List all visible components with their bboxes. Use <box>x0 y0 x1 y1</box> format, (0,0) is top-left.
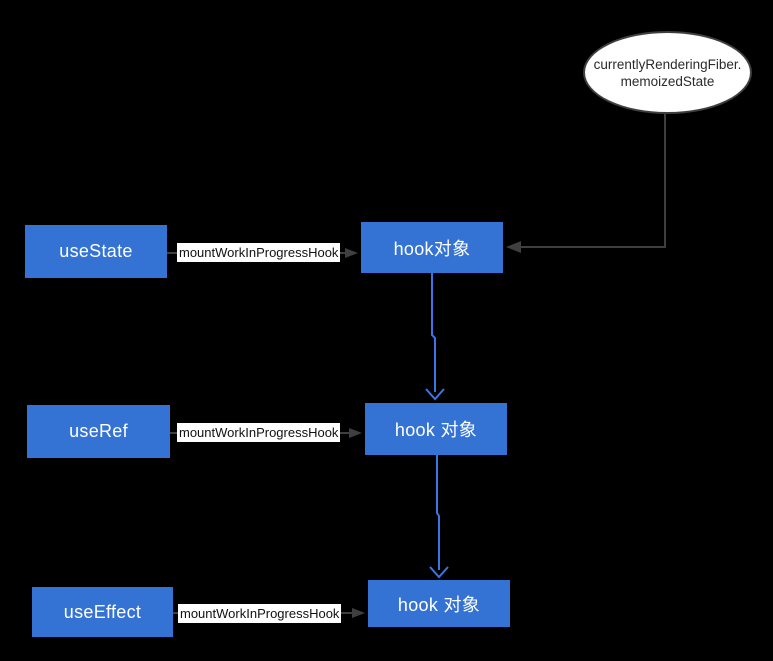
edge-fiber-to-hook1 <box>520 114 666 248</box>
node-currently-rendering-fiber: currentlyRenderingFiber. memoizedState <box>583 31 752 114</box>
node-hook-object-2: hook 对象 <box>365 403 507 455</box>
arrowhead-fiber-to-hook1 <box>506 241 521 253</box>
node-hook-object-3: hook 对象 <box>368 580 510 627</box>
arrowhead-useref-to-hook2 <box>349 428 362 438</box>
node-useref: useRef <box>27 405 170 458</box>
arrowhead-hook2-to-hook3 <box>429 566 449 579</box>
node-hook-object-3-label: hook 对象 <box>397 594 481 615</box>
node-hook-object-2-label: hook 对象 <box>394 420 478 440</box>
node-useref-label: useRef <box>69 421 128 441</box>
arrowhead-hook1-to-hook2 <box>425 388 445 401</box>
node-useeffect: useEffect <box>32 587 173 637</box>
node-useeffect-label: useEffect <box>63 601 142 622</box>
edge-hook1-to-hook2 <box>431 273 436 392</box>
node-usestate-label: useState <box>59 241 133 261</box>
edge-hook2-to-hook3 <box>436 455 440 570</box>
node-usestate: useState <box>25 225 167 278</box>
edge-label-usestate: mountWorkInProgressHook <box>177 243 341 262</box>
node-hook-object-1-label: hook对象 <box>393 238 471 259</box>
fiber-label-line2: memoizedState <box>620 73 715 89</box>
edge-label-useeffect: mountWorkInProgressHook <box>178 604 342 623</box>
arrowhead-usestate-to-hook1 <box>345 248 358 258</box>
edge-label-useref: mountWorkInProgressHook <box>177 423 341 442</box>
node-hook-object-1: hook对象 <box>361 222 503 273</box>
fiber-label-line1: currentlyRenderingFiber. <box>593 56 742 72</box>
arrowhead-useeffect-to-hook3 <box>352 608 365 618</box>
